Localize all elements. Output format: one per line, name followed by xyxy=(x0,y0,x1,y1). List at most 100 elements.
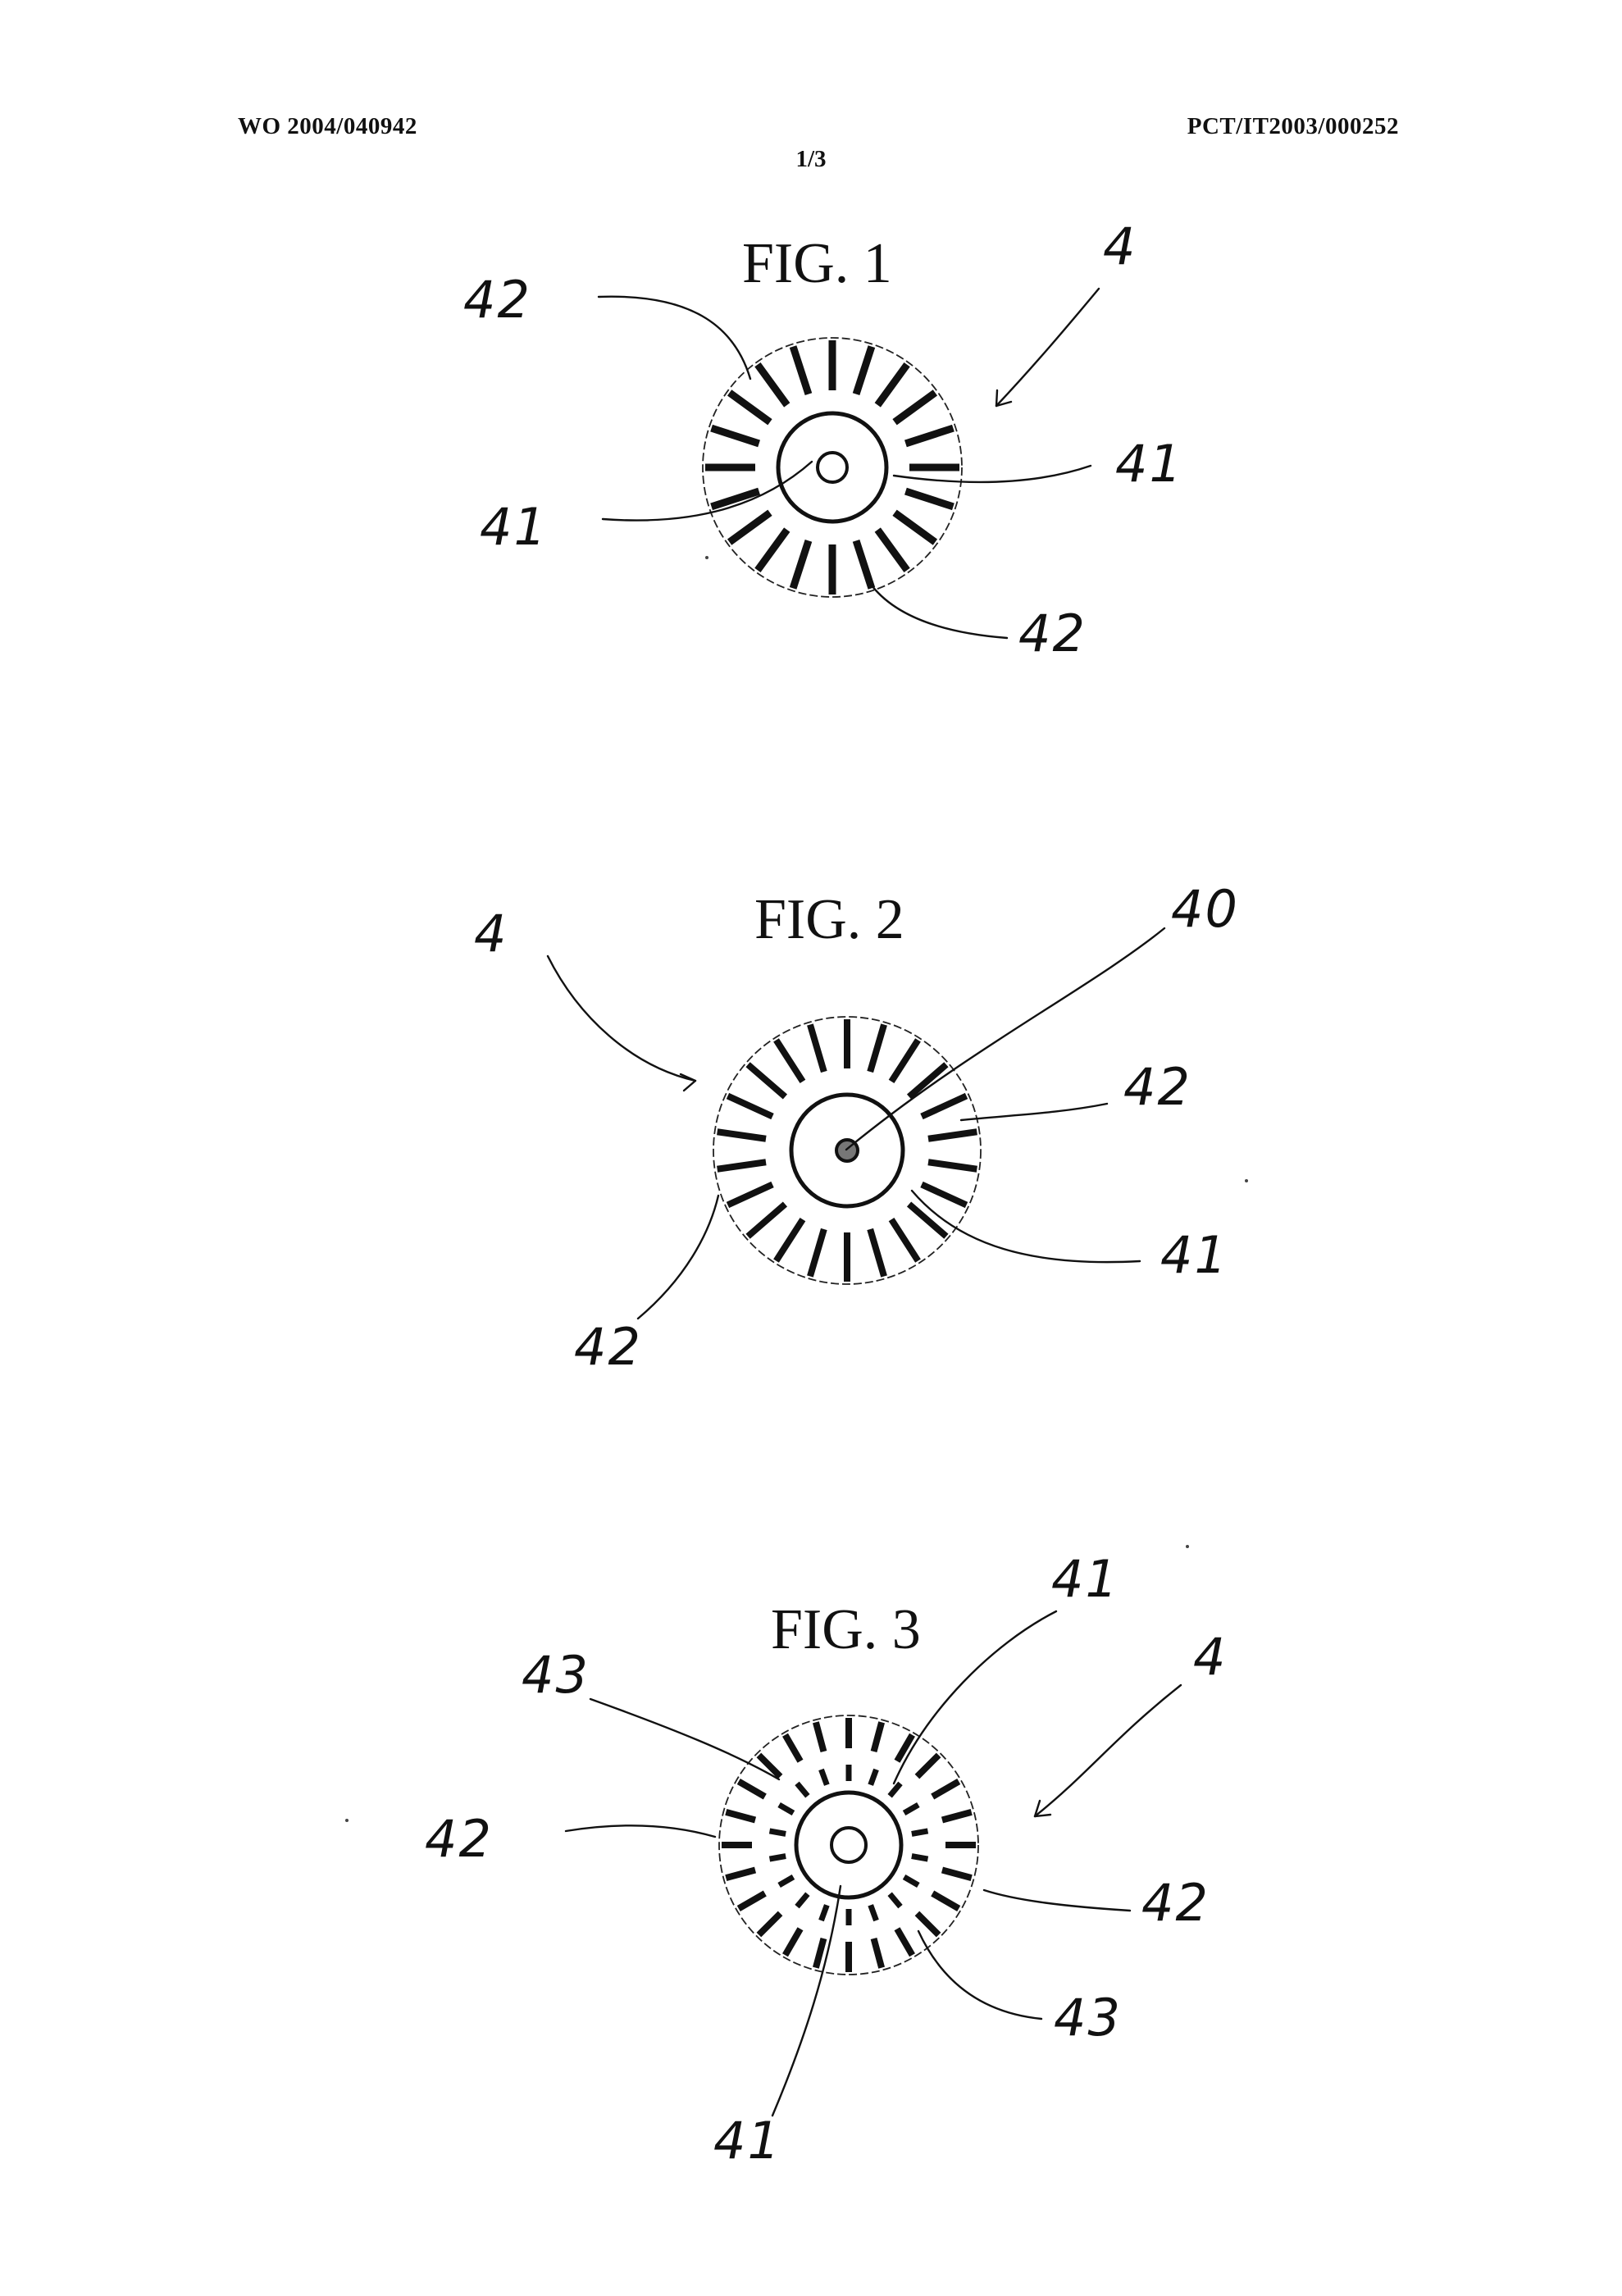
fig3-leader-43-bottom xyxy=(917,1929,1043,2020)
fig1-outer-rim xyxy=(702,337,963,598)
fig3-radial-slot xyxy=(931,1779,961,1800)
fig1-radial-slot xyxy=(892,390,938,426)
fig1-radial-slot xyxy=(852,540,876,590)
fig2-leader-42-right xyxy=(959,1102,1109,1122)
fig3-label-4: 4 xyxy=(1193,1627,1228,1687)
fig3-label-42-left: 42 xyxy=(425,1809,493,1869)
fig2-radial-slot xyxy=(773,1217,806,1263)
fig2-label-42-right: 42 xyxy=(1123,1057,1191,1117)
fig3-leader-42-right xyxy=(982,1888,1132,1912)
fig3-leader-41-bottom xyxy=(771,1884,842,2117)
fig1-radial-slot xyxy=(892,509,938,545)
fig3-inner-slot xyxy=(777,1802,795,1816)
fig3-inner-slot xyxy=(768,1828,786,1837)
fig2-label-40: 40 xyxy=(1171,879,1239,939)
fig3-title: FIG. 3 xyxy=(771,1598,921,1661)
fig3-inner-slot xyxy=(887,1892,903,1909)
fig1-radial-slot xyxy=(727,509,772,545)
fig3-inner-slot xyxy=(768,1853,786,1862)
fig3-outer-rim xyxy=(718,1715,979,1975)
fig2-radial-slot xyxy=(726,1181,774,1209)
application-number: PCT/IT2003/000252 xyxy=(1187,113,1399,139)
fig1-radial-slot xyxy=(904,424,955,448)
fig1-leader-lines xyxy=(597,287,1100,640)
fig2-radial-slot xyxy=(867,1023,887,1073)
fig2-radial-slot xyxy=(867,1228,887,1278)
fig2-radial-slot xyxy=(717,1159,767,1173)
fig1-radial-slot xyxy=(874,527,910,573)
fig3-radial-slot xyxy=(931,1890,961,1911)
fig3-inner-slot xyxy=(818,1904,830,1922)
fig3-radial-slot xyxy=(813,1937,827,1969)
fig2-radial-slot xyxy=(920,1181,968,1209)
fig3-inner-slot xyxy=(911,1853,929,1862)
fig3-leader-42-left xyxy=(564,1824,717,1838)
fig3-inner-slot xyxy=(795,1781,810,1798)
fig1-title: FIG. 1 xyxy=(742,232,892,295)
fig2-radial-slot xyxy=(906,1062,949,1100)
fig2-radial-slot xyxy=(927,1128,977,1142)
fig3-radial-slot xyxy=(941,1809,973,1824)
fig3-arrowhead-4 xyxy=(1033,1799,1052,1818)
fig3-label-43-top: 43 xyxy=(522,1645,590,1705)
fig1-radial-slot xyxy=(874,362,910,408)
fig2-title: FIG. 2 xyxy=(754,888,904,951)
fig2-radial-slot xyxy=(745,1201,788,1239)
publication-number: WO 2004/040942 xyxy=(238,113,417,139)
fig3-label-42-right: 42 xyxy=(1141,1873,1210,1933)
fig3-leader-lines xyxy=(564,1610,1182,2117)
fig1-center-hole xyxy=(816,451,849,484)
fig1-label-4: 4 xyxy=(1103,216,1137,276)
fig3-inner-slot xyxy=(795,1892,810,1909)
fig3-radial-slot xyxy=(736,1890,767,1911)
fig3-radial-slot xyxy=(725,1809,757,1824)
fig2-radial-slot xyxy=(888,1217,921,1263)
fig3-radial-slot xyxy=(756,1911,783,1938)
fig3-inner-slot xyxy=(911,1828,929,1837)
fig3-radial-slot xyxy=(941,1866,973,1881)
fig3-radial-slot xyxy=(756,1752,783,1779)
fig1-radial-slot xyxy=(789,345,813,395)
fig2-outer-rim xyxy=(713,1016,982,1285)
fig3-radial-slot xyxy=(813,1721,827,1753)
fig1-label-42-top: 42 xyxy=(463,270,531,330)
fig2-radial-slot xyxy=(773,1038,806,1084)
fig3-inner-slot xyxy=(902,1874,920,1888)
fig2-radial-slot xyxy=(927,1159,977,1173)
fig3-radial-slot xyxy=(736,1779,767,1800)
fig1-radial-slot xyxy=(789,540,813,590)
fig3-inner-slot xyxy=(818,1768,830,1786)
fig3-leader-41-top xyxy=(892,1610,1058,1785)
fig2-label-42-left: 42 xyxy=(574,1317,642,1377)
fig3-center-hole xyxy=(830,1826,868,1864)
fig2-radial-slot xyxy=(807,1023,827,1073)
fig3-radial-slot xyxy=(894,1927,915,1957)
fig3-inner-slot xyxy=(902,1802,920,1816)
fig1-radial-slot xyxy=(904,487,955,511)
fig1-label-41-right: 41 xyxy=(1115,434,1183,494)
fig1-label-42-bottom: 42 xyxy=(1018,604,1087,663)
fig3-inner-slot xyxy=(887,1781,903,1798)
fig3-label-43-bottom: 43 xyxy=(1054,1988,1122,2048)
fig1-radial-slot xyxy=(727,390,772,426)
fig3-radial-slot xyxy=(894,1733,915,1763)
fig3-radial-slot xyxy=(782,1927,804,1957)
fig3-label-41-bottom: 41 xyxy=(713,2111,781,2171)
fig3-radial-slot xyxy=(725,1866,757,1881)
fig2-label-41: 41 xyxy=(1160,1225,1228,1285)
fig1-radial-slot xyxy=(754,362,790,408)
fig3-radial-slot xyxy=(782,1733,804,1763)
fig2-radial-slot xyxy=(888,1038,921,1084)
fig3-arrow-4 xyxy=(1033,1683,1182,1818)
fig3-inner-slot xyxy=(868,1904,879,1922)
scan-specks xyxy=(345,556,1248,1822)
fig3-inner-slot xyxy=(868,1768,879,1786)
fig3-inner-slot xyxy=(777,1874,795,1888)
fig1-arrow-4 xyxy=(995,287,1100,408)
fig2-radial-slot xyxy=(906,1201,949,1239)
fig3-label-41-top: 41 xyxy=(1051,1549,1119,1609)
fig2-arrow-4 xyxy=(546,954,697,1082)
fig3-radial-slot xyxy=(870,1937,885,1969)
fig1-leader-42-top xyxy=(597,295,752,380)
fig2-leader-42-left xyxy=(636,1194,720,1320)
